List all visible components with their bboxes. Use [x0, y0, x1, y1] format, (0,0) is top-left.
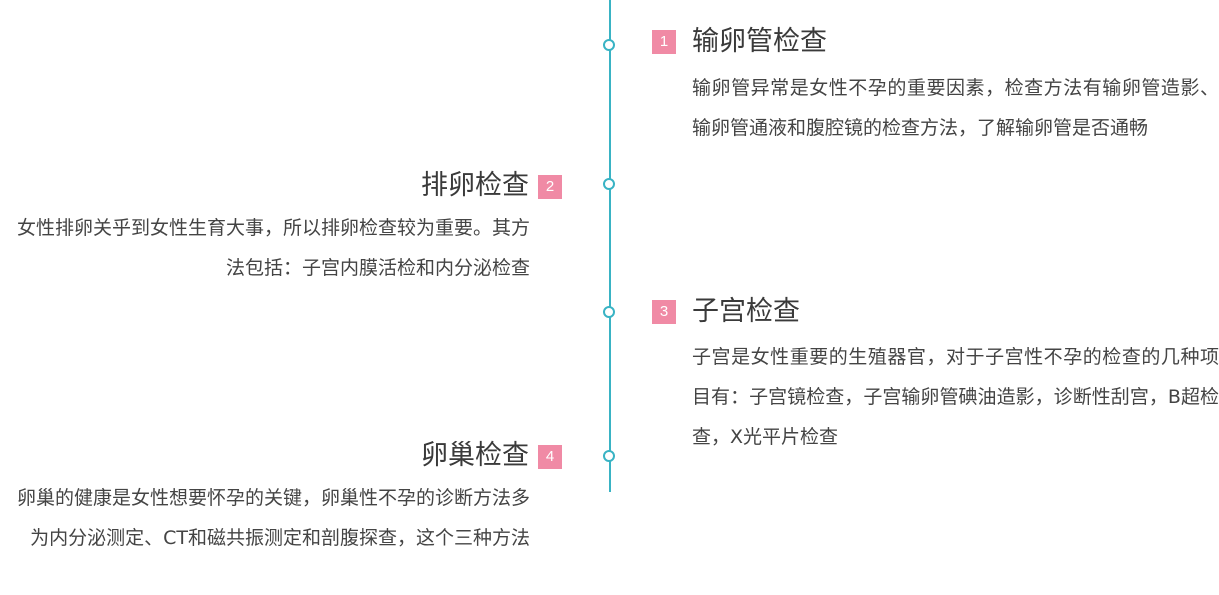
- timeline-node-4: [603, 450, 615, 462]
- timeline-node-1: [603, 39, 615, 51]
- item-title-4: 卵巢检查: [421, 440, 529, 471]
- timeline-line: [609, 0, 611, 492]
- item-number-badge-3: 3: [652, 300, 676, 324]
- item-title-1: 输卵管检查: [692, 26, 827, 57]
- item-number-badge-2: 2: [538, 175, 562, 199]
- item-title-2: 排卵检查: [421, 170, 529, 201]
- item-description-3: 子宫是女性重要的生殖器官，对于子宫性不孕的检查的几种项目有：子宫镜检查，子宫输卵…: [692, 346, 1219, 448]
- item-description-2: 女性排卵关乎到女性生育大事，所以排卵检查较为重要。其方法包括：子宫内膜活检和内分…: [16, 217, 530, 279]
- timeline-node-2: [603, 178, 615, 190]
- item-title-3: 子宫检查: [692, 296, 800, 327]
- timeline-node-3: [603, 306, 615, 318]
- item-number-badge-4: 4: [538, 445, 562, 469]
- item-number-badge-1: 1: [652, 30, 676, 54]
- item-description-1: 输卵管异常是女性不孕的重要因素，检查方法有输卵管造影、输卵管通液和腹腔镜的检查方…: [692, 77, 1219, 139]
- item-description-4: 卵巢的健康是女性想要怀孕的关键，卵巢性不孕的诊断方法多为内分泌测定、CT和磁共振…: [16, 487, 530, 549]
